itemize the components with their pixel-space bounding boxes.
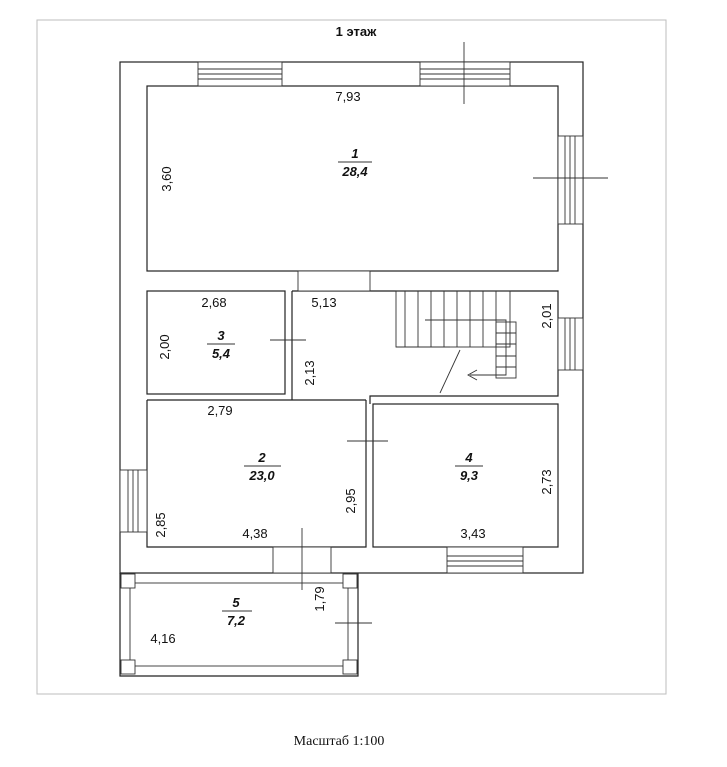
sheet-frame xyxy=(36,19,667,695)
dim-room-2-left: 2,85 xyxy=(153,512,168,537)
svg-text:9,3: 9,3 xyxy=(460,468,479,483)
column-sw xyxy=(120,659,136,675)
window-right-room-1 xyxy=(557,135,584,225)
dim-room-1-height: 3,60 xyxy=(159,166,174,191)
dim-room-4-right: 2,73 xyxy=(539,469,554,494)
svg-text:23,0: 23,0 xyxy=(248,468,275,483)
column-ne xyxy=(342,573,358,589)
room-3-outline xyxy=(146,290,286,395)
dim-stair-height: 2,01 xyxy=(539,303,554,328)
room-5-inner xyxy=(129,582,349,667)
dim-room-2-bottom: 4,38 xyxy=(242,526,267,541)
window-left-room-2 xyxy=(119,469,148,533)
room-label-1: 1 28,4 xyxy=(338,146,372,179)
dim-room-2-top: 2,79 xyxy=(207,403,232,418)
dim-hall-width: 5,13 xyxy=(311,295,336,310)
window-top-left xyxy=(197,61,283,87)
floor-title: 1 этаж xyxy=(336,24,377,39)
window-top-right xyxy=(419,61,511,87)
room-label-4: 4 9,3 xyxy=(455,450,483,483)
window-right-stair xyxy=(557,317,584,371)
room-5-exterior xyxy=(119,573,359,677)
dim-room-2-right: 2,95 xyxy=(343,488,358,513)
dim-room-5-height: 1,79 xyxy=(312,586,327,611)
svg-text:4: 4 xyxy=(464,450,473,465)
svg-text:3: 3 xyxy=(217,328,225,343)
svg-text:5: 5 xyxy=(232,595,240,610)
svg-text:28,4: 28,4 xyxy=(341,164,368,179)
opening-room-1-hall xyxy=(297,270,371,292)
dim-room-3-width: 2,68 xyxy=(201,295,226,310)
scale-label: Масштаб 1:100 xyxy=(294,734,385,749)
svg-text:5,4: 5,4 xyxy=(212,346,231,361)
column-se xyxy=(342,659,358,675)
staircase xyxy=(395,290,517,394)
room-label-3: 3 5,4 xyxy=(207,328,235,361)
window-bottom-room-4 xyxy=(446,546,524,574)
svg-text:2: 2 xyxy=(257,450,266,465)
dim-room-3-height: 2,00 xyxy=(157,334,172,359)
svg-text:7,2: 7,2 xyxy=(227,613,246,628)
svg-text:1: 1 xyxy=(351,146,358,161)
room-label-2: 2 23,0 xyxy=(244,450,281,483)
dim-room-5-left: 4,16 xyxy=(150,631,175,646)
column-nw xyxy=(120,573,136,589)
dim-hall-height: 2,13 xyxy=(302,360,317,385)
room-label-5: 5 7,2 xyxy=(222,595,252,628)
exterior-wall xyxy=(119,61,584,574)
dim-room-1-width: 7,93 xyxy=(335,89,360,104)
dim-room-4-bottom: 3,43 xyxy=(460,526,485,541)
